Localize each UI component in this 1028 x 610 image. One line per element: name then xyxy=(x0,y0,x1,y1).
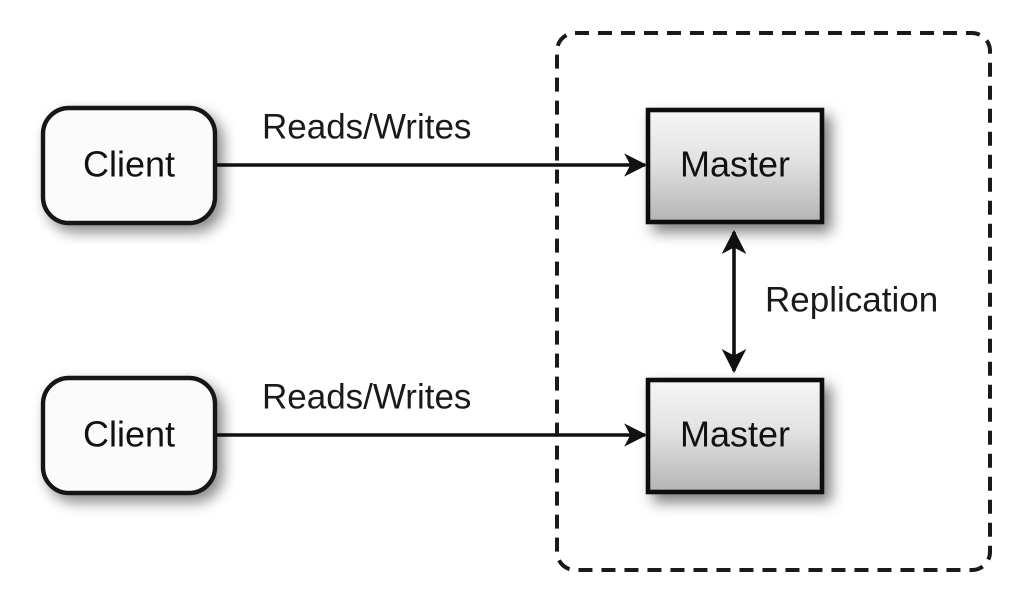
node-master-top-label: Master xyxy=(680,144,790,185)
node-master-bottom-label: Master xyxy=(680,414,790,455)
node-client-bottom[interactable]: Client xyxy=(40,375,218,496)
node-master-top[interactable]: Master xyxy=(645,107,825,225)
node-client-bottom-label: Client xyxy=(83,414,175,455)
node-client-top[interactable]: Client xyxy=(40,105,218,226)
edge-label-replication: Replication xyxy=(765,280,938,319)
node-client-top-label: Client xyxy=(83,144,175,185)
edge-label-reads-writes-bottom: Reads/Writes xyxy=(262,377,471,416)
node-master-bottom[interactable]: Master xyxy=(645,377,825,495)
replication-cluster-boundary xyxy=(555,31,992,572)
edge-label-reads-writes-top: Reads/Writes xyxy=(262,107,471,146)
